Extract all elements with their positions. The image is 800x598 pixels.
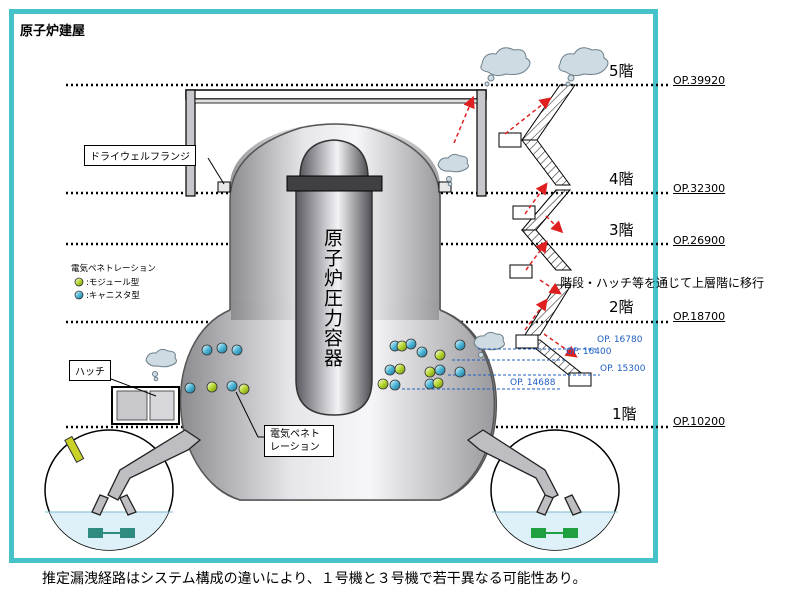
pressure-vessel-label: 原子炉圧力容器 <box>321 228 343 368</box>
floor-label-2f: 2階 <box>609 298 634 316</box>
floor-label-1f: 1階 <box>612 405 637 423</box>
op-level-2f: OP.18700 <box>673 310 726 323</box>
diagram-title: 原子炉建屋 <box>20 24 86 39</box>
penetration-level-16400: OP. 16400 <box>566 347 612 357</box>
floor-label-3f: 3階 <box>609 221 634 239</box>
legend-canister: :キャニスタ型 <box>86 291 140 301</box>
vent-pipes <box>91 429 582 516</box>
op-level-1f: OP.10200 <box>673 415 726 428</box>
steam-clouds <box>145 47 609 382</box>
legend-module: :モジュール型 <box>86 278 140 288</box>
diagram-frame <box>9 9 658 563</box>
stair-landings <box>498 132 592 387</box>
penetration-level-15300: OP. 15300 <box>600 364 646 374</box>
op-level-4f: OP.32300 <box>673 182 726 195</box>
drywell-enclosure <box>185 89 487 197</box>
legend-title: 電気ペネトレーション <box>71 264 156 274</box>
penetration-level-16780: OP. 16780 <box>597 335 643 345</box>
footer-note: 推定漏洩経路はシステム構成の違いにより、１号機と３号機で若干異なる可能性あり。 <box>42 571 587 587</box>
floor-label-5f: 5階 <box>609 62 634 80</box>
hatch-label: ハッチ <box>69 360 111 381</box>
hatch-structure <box>89 370 180 425</box>
floor-label-4f: 4階 <box>609 170 634 188</box>
leak-path-arrows <box>453 95 578 358</box>
drywell-flange-label: ドライウェルフランジ <box>84 145 196 166</box>
op-level-3f: OP.26900 <box>673 234 726 247</box>
penetration-level-14688: OP. 14688 <box>510 378 556 388</box>
route-note: 階段・ハッチ等を通じて上層階に移行 <box>560 276 765 290</box>
staircase <box>520 84 592 381</box>
penetrations <box>184 338 466 395</box>
op-level-5f: OP.39920 <box>673 74 726 87</box>
electrical-penetration-label: 電気ペネトレーション <box>264 425 334 457</box>
reactor-pressure-vessel <box>286 139 383 416</box>
